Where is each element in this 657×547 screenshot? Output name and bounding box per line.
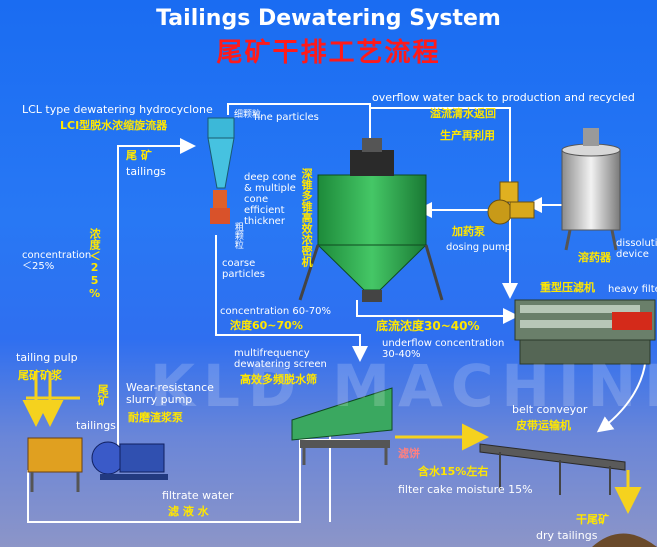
page-title-cn: 尾矿干排工艺流程 — [216, 38, 441, 68]
tailing-pulp-cn: 尾矿矿浆 — [18, 369, 62, 382]
dosing-label-cn: 加药泵 — [452, 225, 485, 238]
overflow-label-en: overflow water back to production and re… — [372, 91, 635, 104]
cake-label-cn2: 含水15%左右 — [418, 465, 489, 478]
coarse-label-cn: 粗颗粒 — [232, 222, 243, 249]
slurry-pump — [91, 441, 168, 480]
dry-tailings-en: dry tailings — [536, 529, 598, 542]
dewatering-screen — [291, 387, 393, 465]
thickener-label-en: deep cone & multiple cone efficient thic… — [244, 172, 297, 227]
slurry-pump-en: Wear-resistance slurry pump — [126, 381, 214, 407]
dry-tailings-cn: 干尾矿 — [576, 513, 609, 526]
fine-particles-pipe — [227, 103, 378, 154]
overflow-pipe — [370, 107, 518, 299]
dosing-label-en: dosing pump — [446, 242, 512, 253]
dosing-pump — [487, 181, 535, 225]
screen-label-cn: 高效多频脱水筛 — [240, 373, 317, 386]
slurry-to-cyclone-pipe — [117, 138, 196, 455]
dissolution-label-cn: 溶药器 — [578, 251, 611, 264]
conc-left-en: concentration ＜25% — [22, 250, 92, 272]
slurry-tank — [27, 437, 83, 492]
tailings-top-cn: 尾 矿 — [126, 149, 152, 162]
tailing-pulp-en: tailing pulp — [16, 351, 78, 364]
conc-left-cn: 浓度＜25% — [88, 228, 102, 300]
coarse-pipe — [215, 235, 368, 362]
dissolution-label-en: dissolution device — [616, 238, 657, 260]
page-title: Tailings Dewatering System — [156, 6, 501, 31]
thickener — [298, 138, 444, 302]
fine-label-en: fine particles — [254, 112, 319, 123]
overflow-label-cn2: 生产再利用 — [440, 129, 495, 142]
filtrate-label-cn: 滤 液 水 — [168, 505, 209, 518]
filter-press — [514, 299, 656, 365]
belt-label-en: belt conveyor — [512, 403, 588, 416]
coarse-label-en: coarse particles — [222, 258, 265, 280]
conc-mid-cn: 浓度60~70% — [230, 319, 303, 332]
filter-label-en: heavy filter — [608, 284, 657, 295]
filter-label-cn: 重型压滤机 — [540, 281, 595, 294]
slurry-pump-cn: 耐磨渣浆泵 — [128, 411, 183, 424]
dissolution-tank — [561, 128, 621, 251]
screen-label-en: multifrequency dewatering screen — [234, 348, 327, 370]
tailings-top-en: tailings — [126, 165, 166, 178]
underflow-label-en: underflow concentration 30-40% — [382, 338, 505, 360]
fine-label-cn: 细颗粒 — [234, 110, 262, 120]
hydrocyclone-label-cn: LCI型脱水浓缩旋流器 — [60, 119, 168, 132]
underflow-label-cn: 底流浓度30~40% — [376, 319, 480, 333]
tailings-mid-cn: 尾矿 — [96, 384, 110, 406]
watermark: KLD MACHINERY — [150, 352, 657, 420]
tailings-mid-en: tailings — [76, 419, 116, 432]
hydrocyclone-label-en: LCL type dewatering hydrocyclone — [22, 103, 213, 116]
thickener-label-cn: 深锥多锥高效浓密机 — [300, 168, 314, 267]
belt-label-cn: 皮带运输机 — [516, 419, 571, 432]
cake-label-cn1: 滤饼 — [398, 447, 420, 460]
overflow-label-cn1: 溢流清水返回 — [430, 107, 496, 120]
cake-label-en: filter cake moisture 15% — [398, 483, 533, 496]
belt-conveyor — [479, 443, 626, 495]
underflow-pipe — [356, 300, 519, 324]
hydrocyclone — [207, 117, 235, 224]
filtrate-label-en: filtrate water — [162, 489, 234, 502]
dry-tailings-pile — [592, 533, 657, 547]
conc-mid-en: concentration 60-70% — [220, 306, 331, 317]
